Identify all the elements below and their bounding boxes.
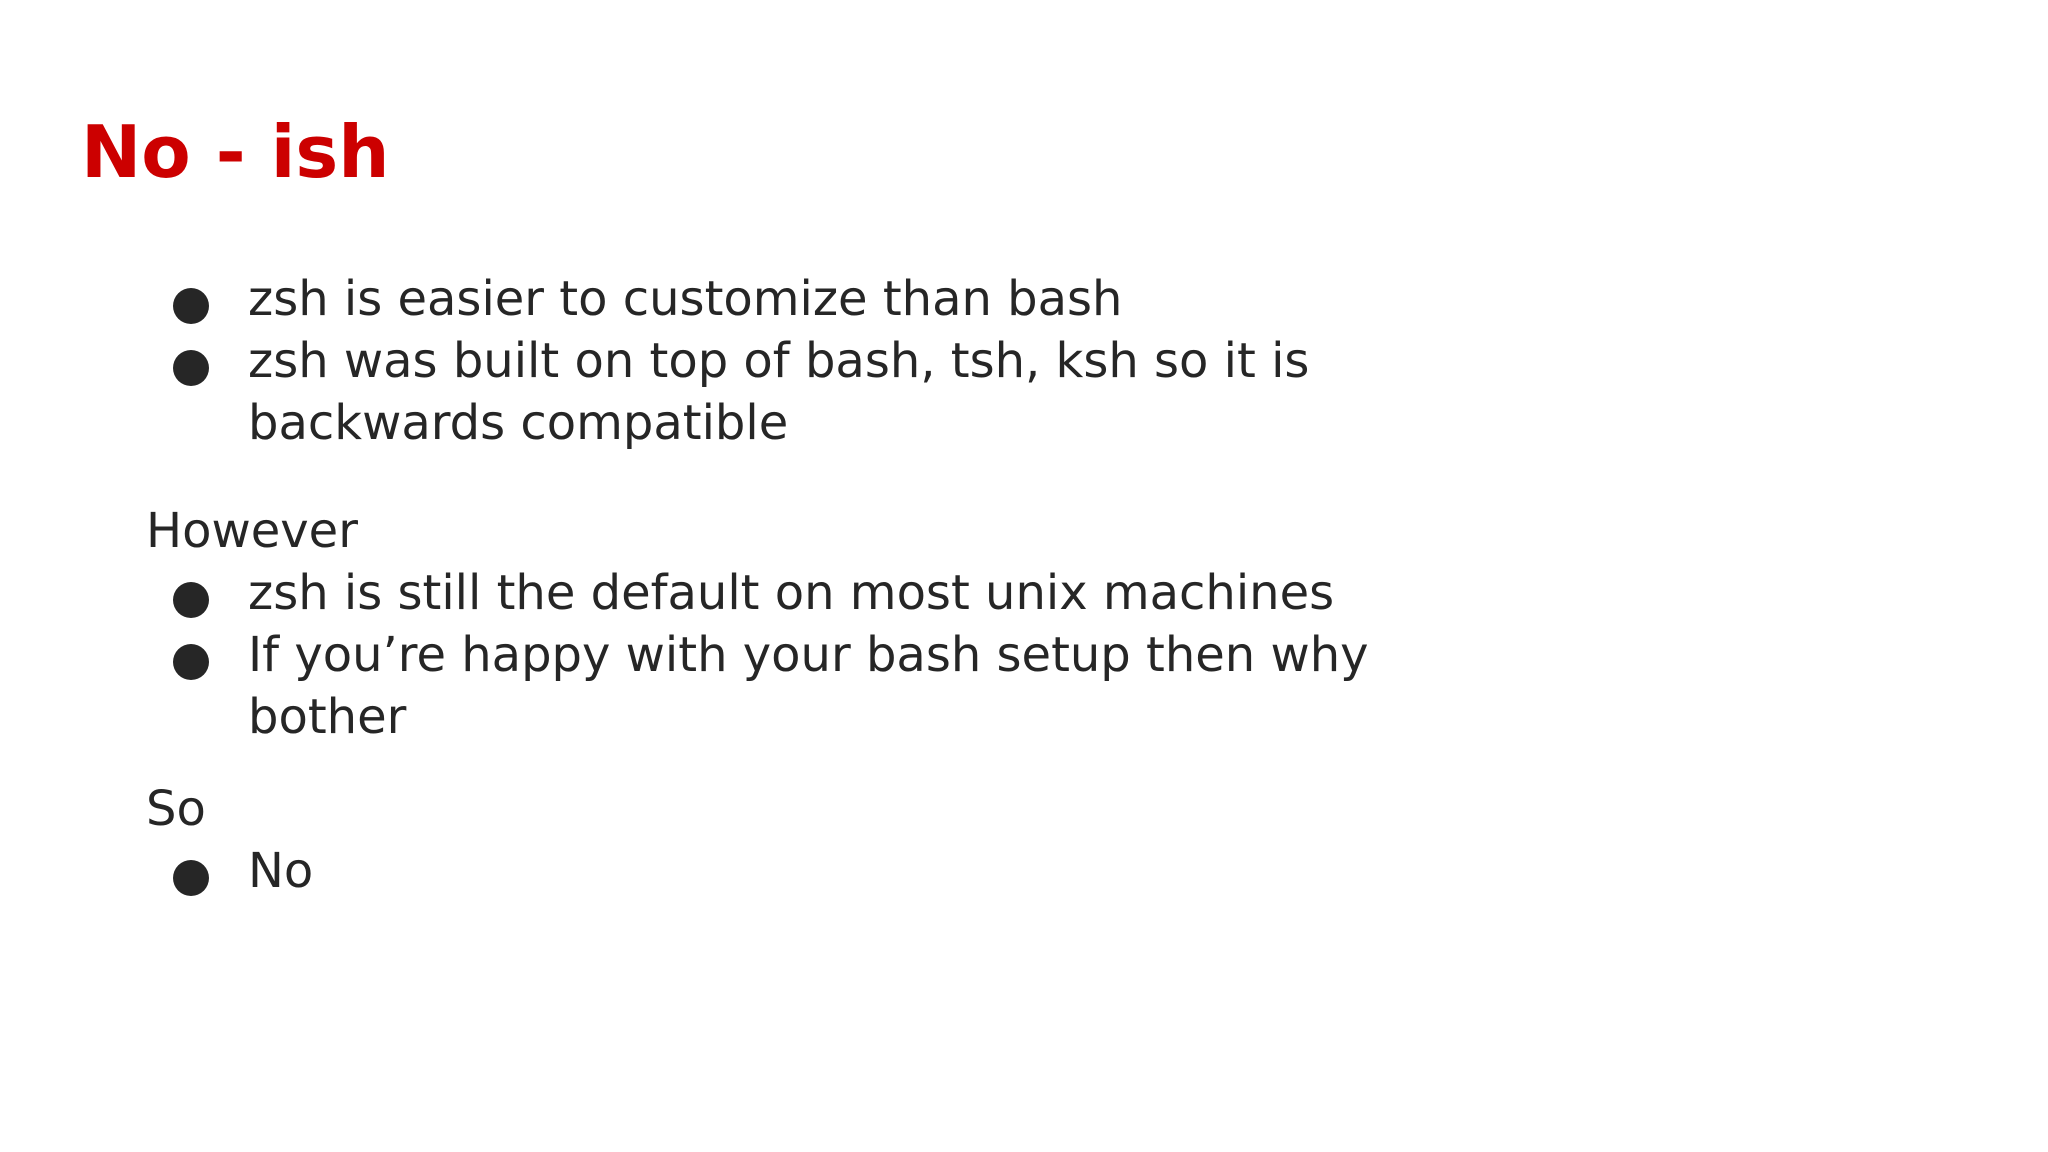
bullet-list: zsh is easier to customize than bash zsh… <box>146 268 1446 454</box>
bullet-list: zsh is still the default on most unix ma… <box>146 562 1446 748</box>
list-item: zsh was built on top of bash, tsh, ksh s… <box>146 330 1446 454</box>
bullet-icon <box>173 288 209 324</box>
list-item-text: No <box>248 843 314 899</box>
bullet-icon <box>173 644 209 680</box>
list-item-text: zsh is still the default on most unix ma… <box>248 565 1335 621</box>
list-item: No <box>146 840 1446 902</box>
section-heading: So <box>146 781 206 837</box>
list-item: If you’re happy with your bash setup the… <box>146 624 1446 748</box>
list-item: zsh is still the default on most unix ma… <box>146 562 1446 624</box>
section-heading: However <box>146 503 358 559</box>
bullet-icon <box>173 860 209 896</box>
list-item-text: zsh was built on top of bash, tsh, ksh s… <box>248 333 1310 451</box>
list-item: zsh is easier to customize than bash <box>146 268 1446 330</box>
slide-title: No - ish <box>81 110 390 194</box>
slide-body: zsh is easier to customize than bash zsh… <box>146 268 1446 902</box>
list-item-text: zsh is easier to customize than bash <box>248 271 1123 327</box>
list-item-text: If you’re happy with your bash setup the… <box>248 627 1369 745</box>
bullet-list: No <box>146 840 1446 902</box>
bullet-icon <box>173 350 209 386</box>
bullet-icon <box>173 582 209 618</box>
